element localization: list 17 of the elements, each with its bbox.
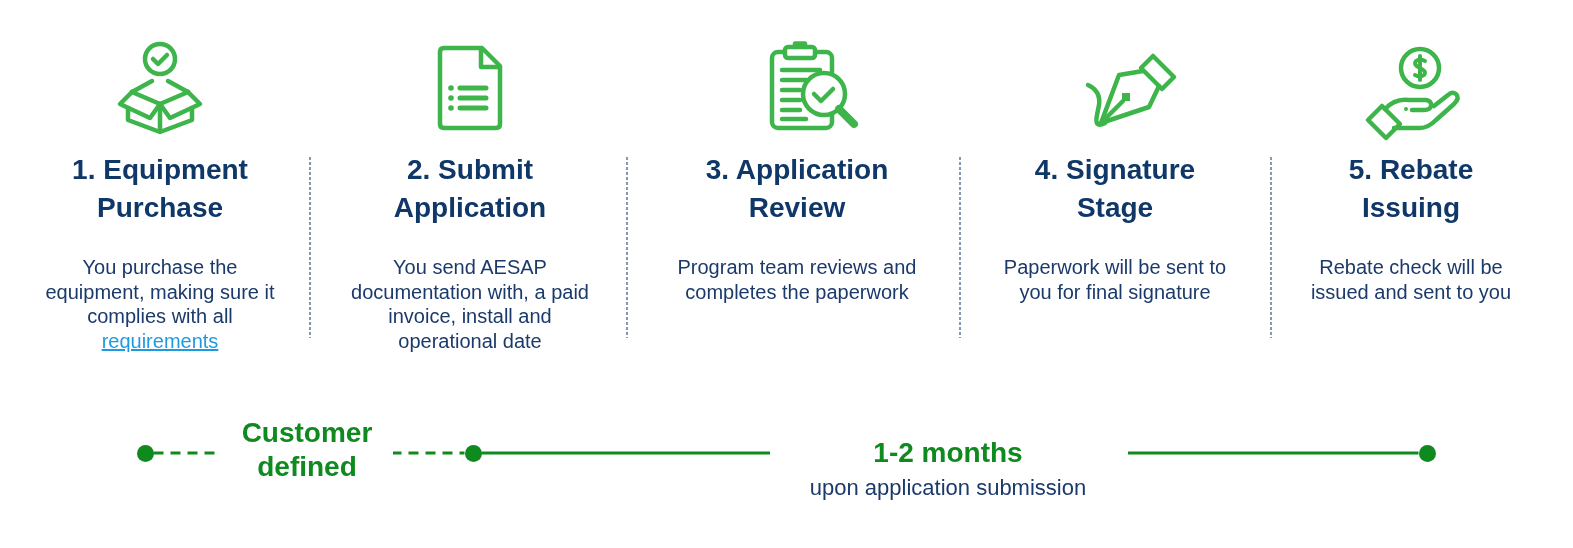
step-heading: 5. Rebate Issuing	[1347, 153, 1475, 225]
timeline-dot	[1418, 444, 1436, 462]
timeline-dot	[464, 444, 482, 462]
text-link: requirements	[101, 329, 219, 352]
step-description: Paperwork will be sent to you for final signature	[1002, 255, 1228, 304]
timeline-caption: upon application submission	[809, 475, 1087, 501]
step-heading: 3. Application Review	[704, 153, 890, 225]
edge-label: 1-2 months	[873, 436, 1023, 470]
step-heading: 2. Submit Application	[392, 153, 548, 225]
step-heading: 4. Signature Stage	[1033, 153, 1197, 225]
step-heading: 1. Equipment Purchase	[71, 153, 249, 225]
step-description: Program team reviews and completes the paperwork	[676, 255, 918, 304]
step-description: You purchase the equipment, making sure it complies with all requirements	[44, 255, 276, 353]
step-description: Rebate check will be issued and sent to you	[1309, 255, 1513, 304]
step-description: You send AESAP documentation with, a paid invoice, install and operational date	[350, 255, 590, 353]
edge-label: Customer defined	[240, 416, 374, 484]
timeline-dot	[136, 444, 154, 462]
